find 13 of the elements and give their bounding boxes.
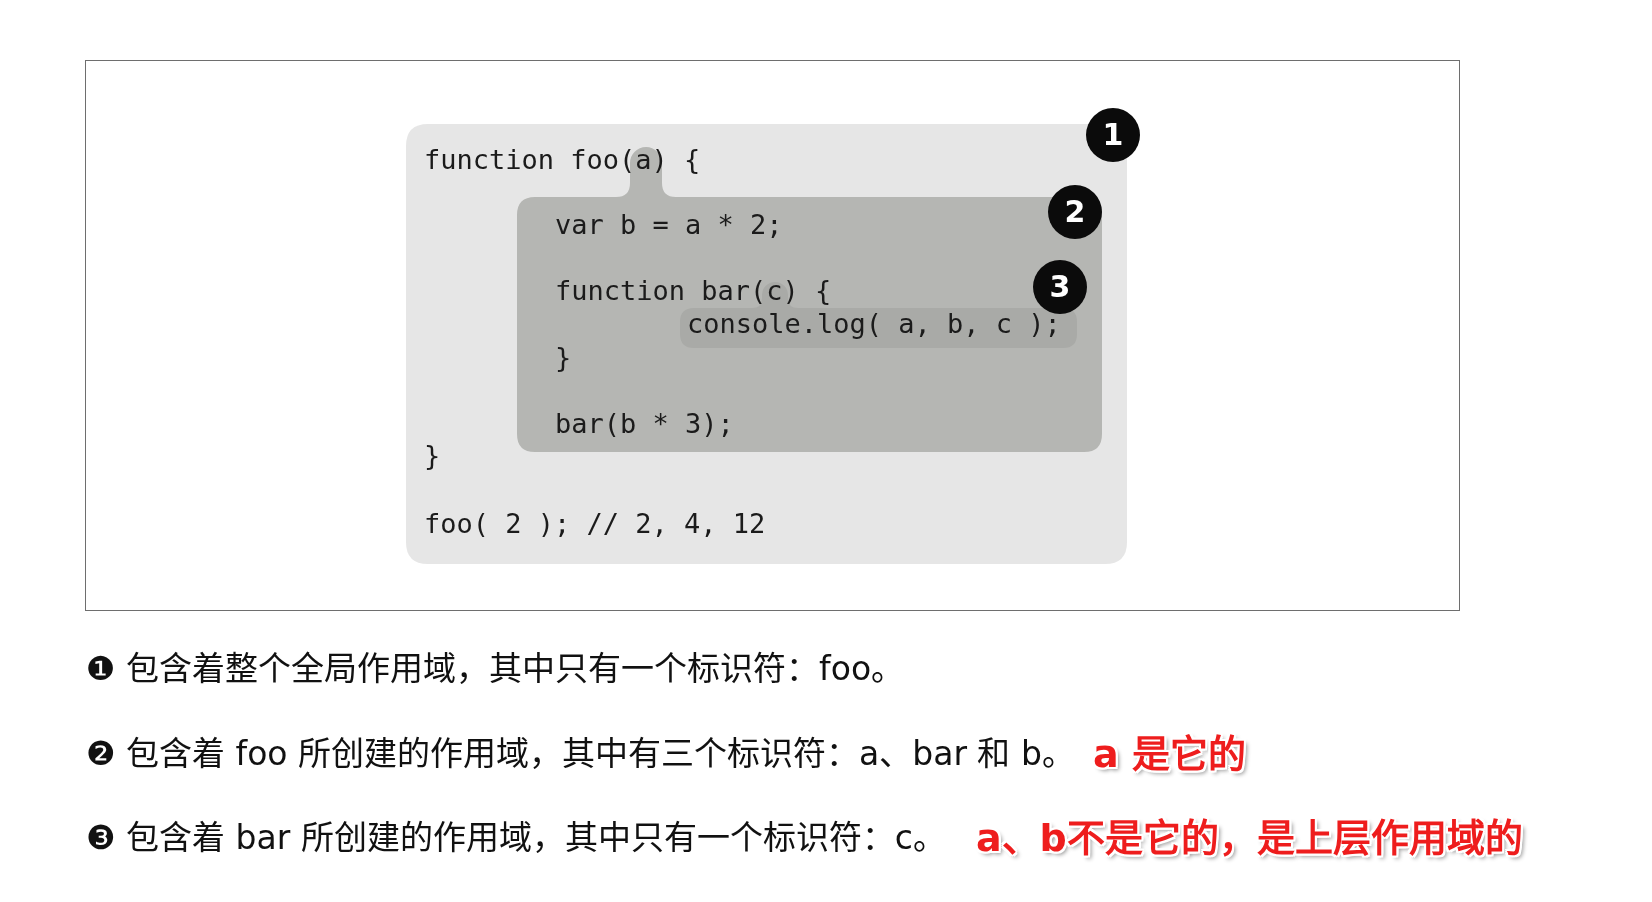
code-line: bar(b * 3); xyxy=(555,408,734,440)
annotation-text: a 是它的 xyxy=(1092,731,1246,777)
explanation-text: ❷ 包含着 foo 所创建的作用域，其中有三个标识符：a、bar 和 b。 xyxy=(86,733,1075,775)
code-line: function foo(a) { xyxy=(424,144,701,176)
code-line: } xyxy=(424,440,441,472)
annotation-text: a、b不是它的，是上层作用域的 xyxy=(975,815,1523,861)
code-line: } xyxy=(555,342,572,374)
code-line: function bar(c) { xyxy=(555,275,832,307)
callout-number: 1 xyxy=(1086,108,1140,162)
explanation-text: ❶ 包含着整个全局作用域，其中只有一个标识符：foo。 xyxy=(86,648,905,690)
code-line: var b = a * 2; xyxy=(555,209,783,241)
code-line: foo( 2 ); // 2, 4, 12 xyxy=(424,508,766,540)
explanation-text: ❸ 包含着 bar 所创建的作用域，其中只有一个标识符：c。 xyxy=(86,817,946,859)
